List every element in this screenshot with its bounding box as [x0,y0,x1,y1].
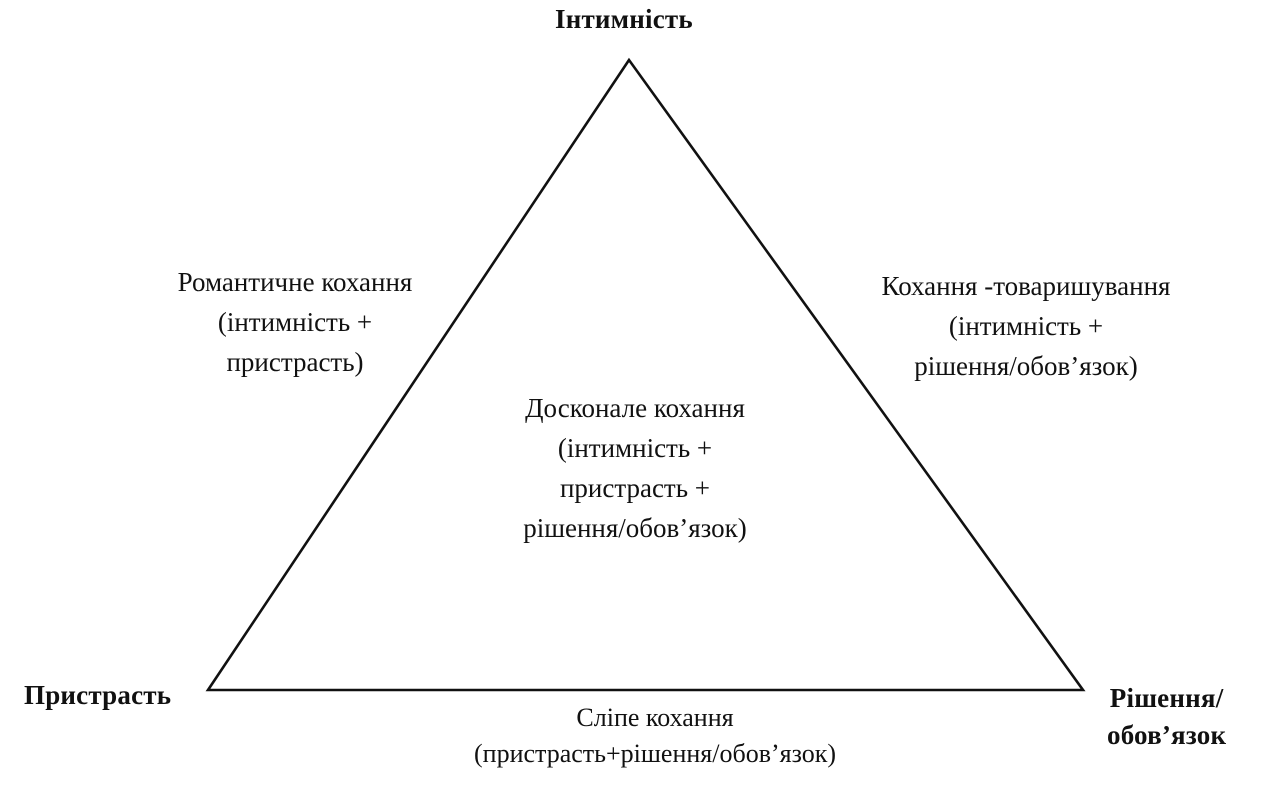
consummate-love-formula-line1: (інтимність + [557,433,713,463]
companionate-love-formula-line2: рішення/обов’язок) [914,351,1138,381]
vertex-passion-label: Пристрасть [24,680,172,710]
romantic-love-formula-line1: (інтимність + [217,307,373,337]
consummate-love-title: Досконале кохання [525,393,745,423]
companionate-love-label: Кохання -товаришування (інтимність + ріш… [842,266,1210,386]
vertex-commitment-line1: Рішення/ [1109,683,1224,713]
consummate-love-formula-line2: пристрасть + [559,473,711,503]
vertex-commitment-line2: обов’язок [1107,720,1227,750]
fatuous-love-formula: (пристрасть+рішення/обов’язок) [474,739,836,768]
romantic-love-formula-line2: пристрасть) [226,347,364,377]
romantic-love-label: Романтичне кохання (інтимність + пристра… [140,262,450,382]
vertex-commitment-label: Рішення/ обов’язок [1107,680,1226,754]
companionate-love-formula-line1: (інтимність + [948,311,1104,341]
consummate-love-formula-line3: рішення/обов’язок) [523,513,747,543]
romantic-love-title: Романтичне кохання [177,267,413,297]
fatuous-love-title: Сліпе кохання [576,703,734,732]
triangle-outline [205,57,1086,692]
companionate-love-title: Кохання -товаришування [881,271,1171,301]
fatuous-love-label: Сліпе кохання (пристрасть+рішення/обов’я… [410,700,900,772]
vertex-intimacy-label: Інтимність [555,4,693,34]
consummate-love-label: Досконале кохання (інтимність + пристрас… [480,388,790,548]
